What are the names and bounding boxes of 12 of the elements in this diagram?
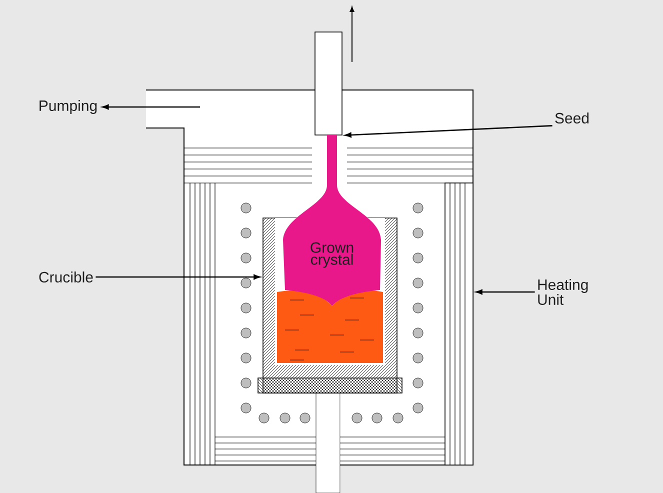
arrow — [96, 274, 260, 280]
arrow — [102, 104, 200, 110]
arrow — [344, 125, 552, 138]
grown-crystal: Grown crystal — [283, 135, 381, 306]
label: Seed — [555, 112, 589, 124]
label: Crucible — [39, 272, 93, 282]
insulation-wall — [444, 182, 474, 466]
pull-rod — [314, 32, 342, 136]
crucible-drawing — [258, 378, 402, 394]
arrow — [476, 289, 535, 295]
label: Heating Unit — [538, 279, 588, 305]
label: Pumping — [40, 100, 97, 114]
